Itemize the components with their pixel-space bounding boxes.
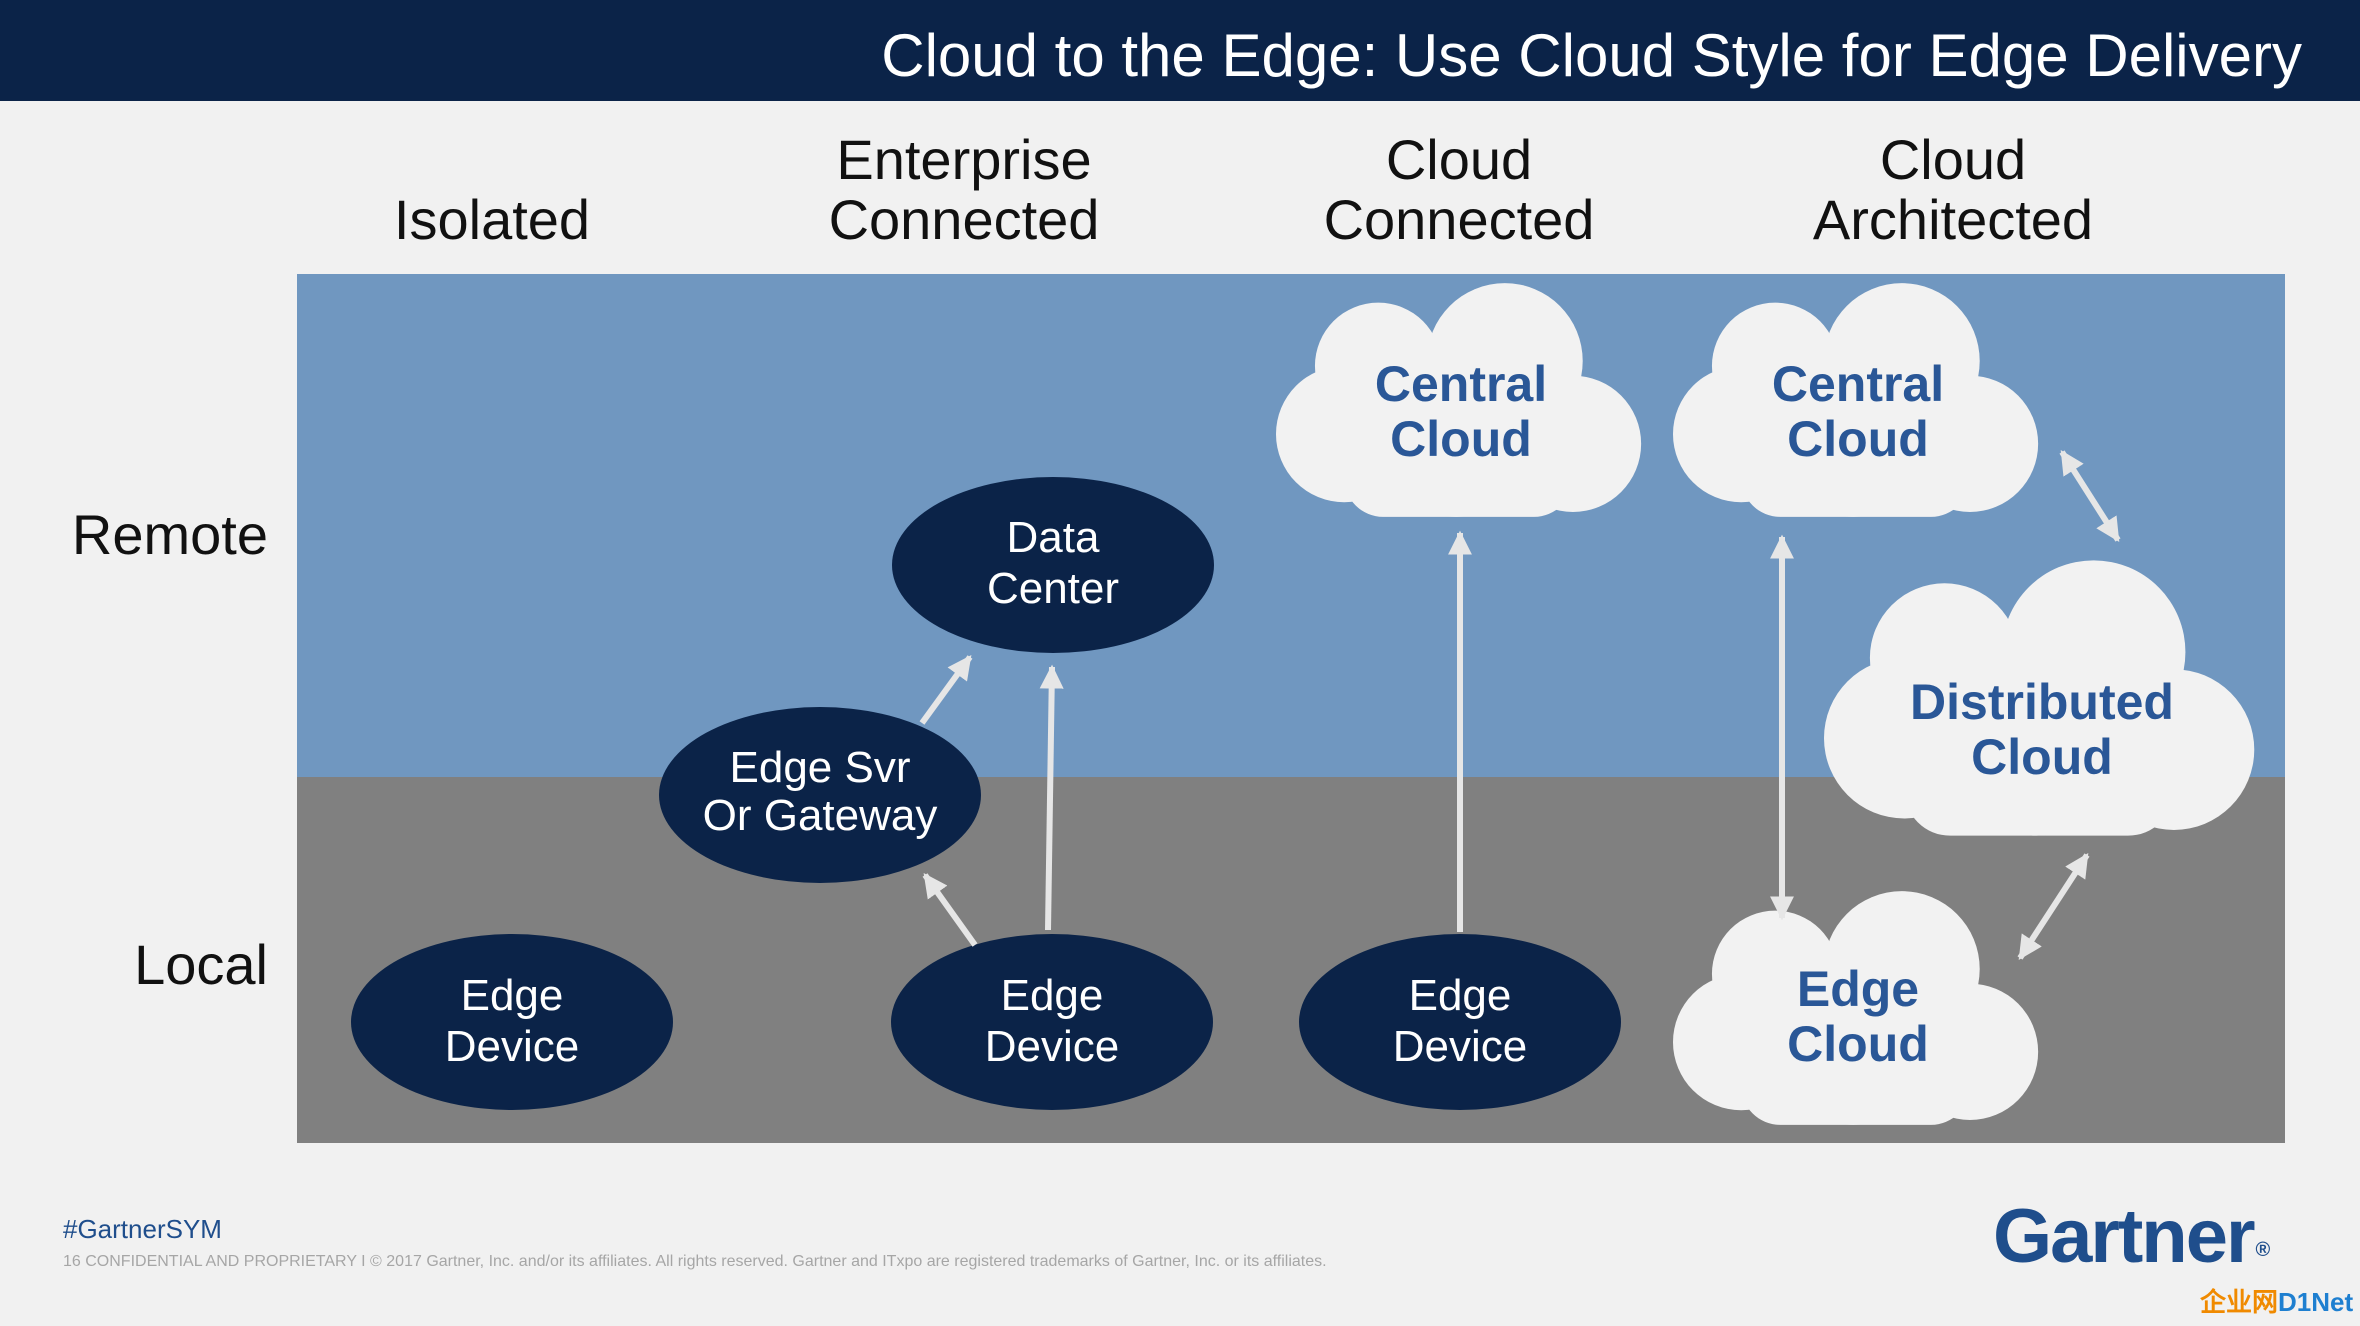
arrow-central-distributed-cloud (2059, 449, 2121, 543)
edge-svr-label: Edge Svr Or Gateway (702, 743, 938, 840)
edge-device-label-1: Edge Device (444, 971, 580, 1071)
edge-svr-node (659, 707, 981, 883)
hashtag: #GartnerSYM (63, 1214, 222, 1244)
logo-text: Gartner (1993, 1194, 2256, 1279)
column-header-cloud-architected: Cloud Architected (1812, 128, 2094, 251)
arrow-device-to-gateway (922, 873, 978, 947)
row-label-local: Local (134, 933, 268, 996)
watermark-part2: D1Net (2278, 1287, 2354, 1317)
column-header-enterprise-connected: Enterprise Connected (828, 128, 1100, 251)
gartner-logo: Gartner® (1993, 1192, 2271, 1295)
column-header-cloud-connected: Cloud Connected (1323, 128, 1595, 251)
data-center-label: Data Center (986, 513, 1120, 613)
row-label-remote: Remote (71, 503, 268, 566)
edge-cloud-label: Edge Cloud (1787, 961, 1929, 1072)
edge-device-node-2 (891, 934, 1213, 1110)
watermark: 企业网D1Net (2200, 1282, 2353, 1319)
edge-device-label-2: Edge Device (984, 971, 1120, 1071)
edge-device-label-3: Edge Device (1392, 971, 1528, 1071)
data-center-node (892, 477, 1214, 653)
central-cloud-label-2: Central Cloud (1771, 356, 1945, 467)
title-bar (0, 0, 2360, 101)
central-cloud-label-1: Central Cloud (1374, 356, 1548, 467)
watermark-part1: 企业网 (2200, 1287, 2279, 1317)
slide-title: Cloud to the Edge: Use Cloud Style for E… (881, 22, 2302, 89)
edge-device-node-1 (351, 934, 673, 1110)
arrow-distributed-edge-cloud (2017, 852, 2090, 961)
edge-device-node-3 (1299, 934, 1621, 1110)
distributed-cloud-label: Distributed Cloud (1910, 674, 2174, 785)
arrow-gateway-to-datacenter (919, 655, 973, 725)
legal-footer: 16 CONFIDENTIAL AND PROPRIETARY I © 2017… (63, 1253, 1327, 1270)
arrow-device-to-datacenter (1039, 664, 1064, 931)
column-header-isolated: Isolated (393, 188, 591, 251)
logo-registered-mark: ® (2255, 1239, 2271, 1261)
